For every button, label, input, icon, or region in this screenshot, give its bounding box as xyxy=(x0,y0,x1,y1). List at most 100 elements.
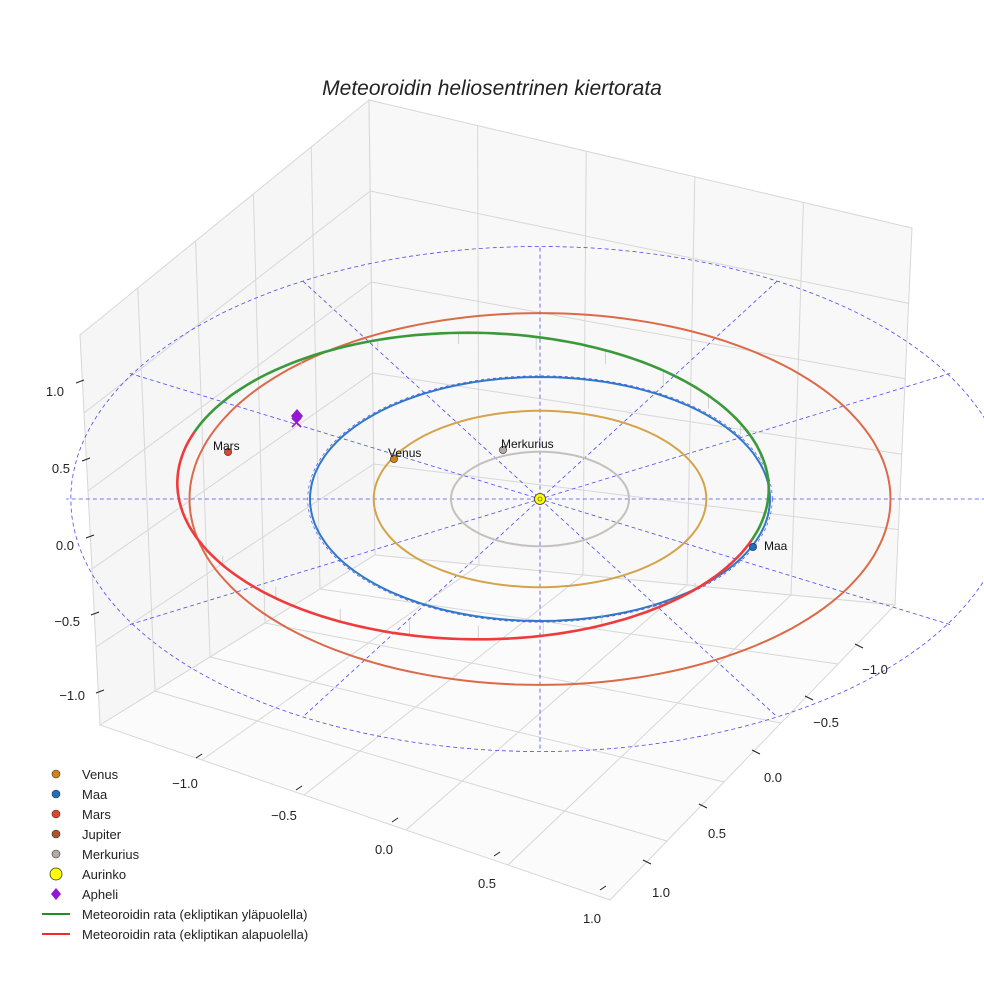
orbit-merkurius xyxy=(450,450,630,548)
grid-line xyxy=(95,463,375,648)
grid-line xyxy=(319,588,839,665)
grid-line xyxy=(372,372,902,455)
legend-item: Meteoroidin rata (ekliptikan yläpuolella… xyxy=(42,907,307,922)
axes-panes xyxy=(75,98,913,901)
tick-mark xyxy=(698,803,708,809)
tick-mark xyxy=(90,611,100,616)
grid-line xyxy=(264,622,782,724)
x-tick-label: 0.5 xyxy=(478,876,496,891)
tick-mark xyxy=(95,689,105,694)
z-tick-label: 0.0 xyxy=(56,538,74,553)
tick-mark xyxy=(85,534,95,539)
z-tick-label: −1.0 xyxy=(59,688,85,703)
ecliptic-boundary xyxy=(70,246,984,752)
x-axis-ticks: −1.0 −0.5 0.0 0.5 1.0 xyxy=(172,776,601,926)
grid-line xyxy=(686,176,696,586)
legend-label: Maa xyxy=(82,787,108,802)
earth-ecliptic-dashed xyxy=(307,375,773,623)
legend-label: Meteoroidin rata (ekliptikan alapuolella… xyxy=(82,927,308,942)
grid-line xyxy=(477,125,480,566)
planet-marker-mars xyxy=(224,448,232,456)
legend-item: Venus xyxy=(51,767,119,782)
legend-marker-aurinko xyxy=(49,867,63,881)
grid-line xyxy=(507,594,792,866)
tick-mark xyxy=(804,695,814,701)
grid-line xyxy=(83,190,371,414)
planet-markers xyxy=(224,409,757,551)
legend-label: Apheli xyxy=(82,887,118,902)
legend-item: Mars xyxy=(51,807,111,822)
y-tick-label: −1.0 xyxy=(862,662,888,677)
floor-pane xyxy=(98,554,897,901)
x-tick-label: −1.0 xyxy=(172,776,198,791)
tick-mark xyxy=(642,859,652,865)
y-axis-ticks: −1.0 −0.5 0.0 0.5 1.0 xyxy=(652,662,888,900)
planet-label: Venus xyxy=(388,446,421,460)
z-tick-label: 1.0 xyxy=(46,384,64,399)
tick-mark xyxy=(751,749,761,755)
grid-line xyxy=(370,190,909,304)
meteoroid-orbit xyxy=(175,331,770,641)
tick-mark xyxy=(295,785,303,791)
grid-line xyxy=(310,146,321,590)
tick-mark xyxy=(854,643,864,649)
apheli-projection-marker xyxy=(291,417,302,428)
ecliptic-radial xyxy=(302,281,778,717)
legend-label: Venus xyxy=(82,767,119,782)
legend-marker-apheli xyxy=(51,888,61,900)
grid-line xyxy=(91,372,373,570)
z-tick-label: 0.5 xyxy=(52,461,70,476)
legend-marker-maa xyxy=(51,789,61,799)
legend-marker-mars xyxy=(51,809,61,819)
planet-labels: Merkurius Venus Maa Mars xyxy=(213,437,788,553)
planet-marker-merkurius xyxy=(499,446,507,454)
tick-mark xyxy=(493,851,501,857)
grid-line xyxy=(371,281,906,380)
chart-title: Meteoroidin heliosentrinen kiertorata xyxy=(322,77,662,100)
y-tick-label: 0.0 xyxy=(764,770,782,785)
legend-item: Jupiter xyxy=(51,827,122,842)
x-tick-label: 0.0 xyxy=(375,842,393,857)
legend-label: Jupiter xyxy=(82,827,122,842)
grid-line xyxy=(303,574,584,796)
tick-mark xyxy=(195,753,203,759)
grid-line xyxy=(252,193,266,624)
orbit-mars xyxy=(188,312,892,686)
legend-label: Meteoroidin rata (ekliptikan yläpuolella… xyxy=(82,907,307,922)
legend-label: Merkurius xyxy=(82,847,140,862)
z-axis-ticks: 1.0 0.5 0.0 −0.5 −1.0 xyxy=(46,384,85,703)
planet-label: Merkurius xyxy=(501,437,554,451)
sun-core xyxy=(537,496,543,502)
grid-line xyxy=(790,202,804,596)
meteoroid-orbit-above xyxy=(193,331,770,541)
grid-line xyxy=(87,281,372,492)
grid-line xyxy=(137,287,156,692)
orbit-maa xyxy=(308,375,772,623)
grid-line xyxy=(405,584,688,831)
legend-item: Aurinko xyxy=(49,867,126,882)
grid-line xyxy=(582,151,587,576)
ecliptic-radial xyxy=(302,281,778,717)
legend-marker-venus xyxy=(51,769,61,779)
planet-orbits xyxy=(188,312,892,686)
planet-marker-venus xyxy=(390,455,398,463)
x-tick-label: 1.0 xyxy=(583,911,601,926)
y-tick-label: 0.5 xyxy=(708,826,726,841)
sun-marker xyxy=(534,493,546,505)
y-tick-label: 1.0 xyxy=(652,885,670,900)
z-tick-label: −0.5 xyxy=(54,614,80,629)
legend-item: Meteoroidin rata (ekliptikan alapuolella… xyxy=(42,927,308,942)
tick-mark xyxy=(75,379,85,384)
legend-marker-merkurius xyxy=(51,849,61,859)
legend: Venus Maa Mars Jupiter Merkurius Aurinko… xyxy=(42,767,308,942)
tick-mark xyxy=(81,457,91,462)
tick-mark xyxy=(391,817,399,823)
meteoroid-orbit-below xyxy=(175,431,753,641)
legend-item: Maa xyxy=(51,787,108,802)
planet-label: Maa xyxy=(764,539,788,553)
legend-label: Aurinko xyxy=(82,867,126,882)
grid-line xyxy=(209,656,725,783)
x-tick-label: −0.5 xyxy=(271,808,297,823)
grid-line xyxy=(154,690,668,842)
